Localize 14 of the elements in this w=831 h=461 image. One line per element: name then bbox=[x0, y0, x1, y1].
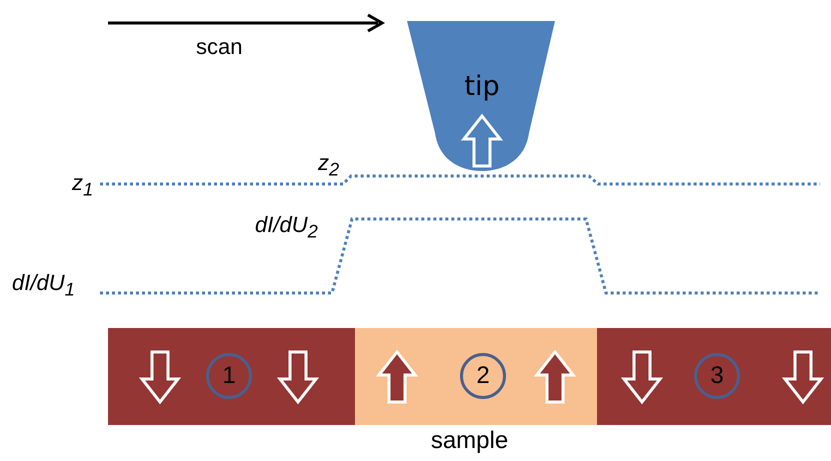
domain-number: 3 bbox=[694, 353, 740, 399]
probe-tip bbox=[407, 21, 557, 171]
tip-label: tip bbox=[463, 71, 501, 102]
magnetic-domain bbox=[108, 328, 355, 425]
domain-number: 2 bbox=[460, 353, 506, 399]
axis-label: dI/dU$_{2}$ bbox=[255, 212, 318, 242]
magnetic-domain bbox=[597, 328, 831, 425]
scan-label: scan bbox=[196, 34, 242, 60]
sample-label: sample bbox=[430, 427, 510, 455]
domain-number: 1 bbox=[206, 353, 252, 399]
axis-label: dI/dU$_{1}$ bbox=[12, 270, 75, 300]
magnetic-domain bbox=[355, 328, 597, 425]
axis-label: z$_{2}$ bbox=[318, 150, 340, 180]
axis-label: z$_{1}$ bbox=[72, 170, 94, 200]
